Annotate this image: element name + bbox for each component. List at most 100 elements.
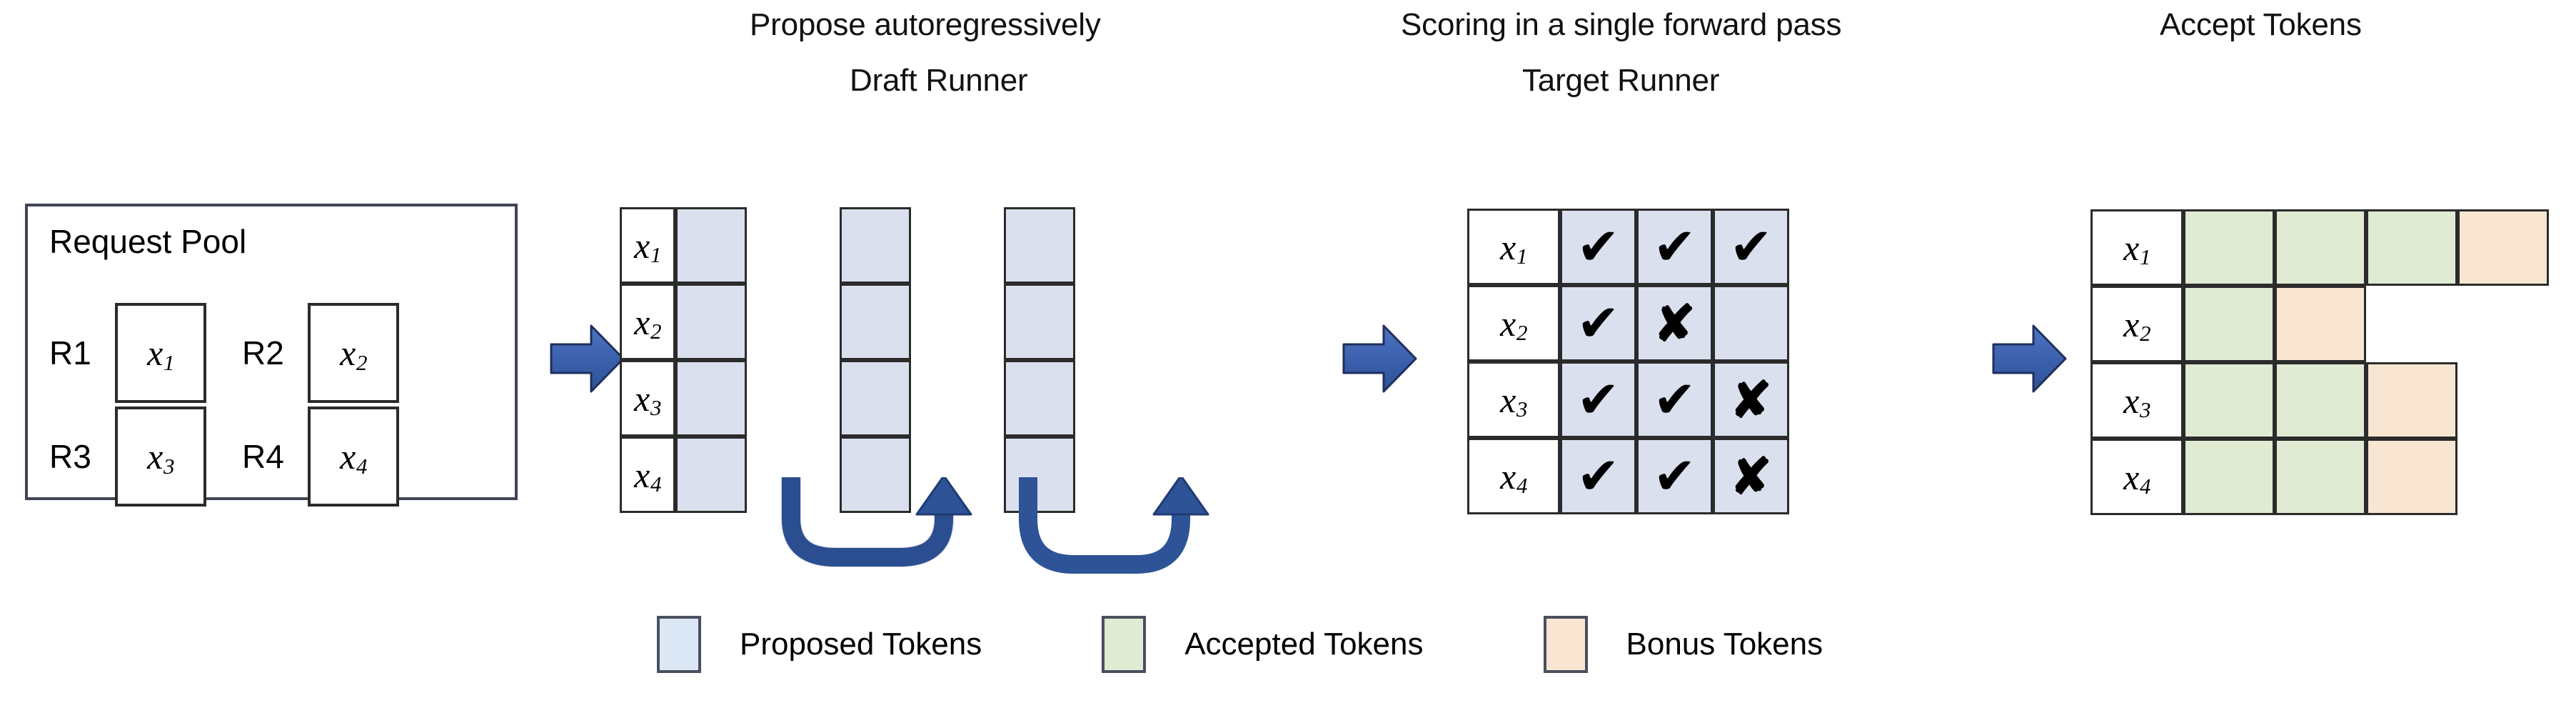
flow-arrow-right-icon-1 — [550, 324, 625, 393]
token-x3: x3 — [147, 437, 175, 479]
accept-cell-r4-c2[interactable] — [2275, 439, 2366, 515]
cross-icon: ✘ — [1654, 295, 1696, 352]
target-score-cell-r2-c3-empty[interactable] — [1713, 285, 1789, 362]
request-label-r1: R1 — [49, 334, 91, 372]
request-token-box-r2: x2 — [308, 303, 399, 403]
request-row-bottom: R3 x3 R4 x4 — [49, 407, 435, 507]
cross-icon: ✘ — [1730, 448, 1772, 504]
request-item-r2: R2 x2 — [242, 303, 399, 403]
heading-propose-autoregressively: Propose autoregressively — [750, 7, 1101, 42]
accept-row-label-x3: x3 — [2091, 362, 2183, 439]
accept-bonus-cell-r4-c3[interactable] — [2366, 439, 2457, 515]
token-x4: x4 — [2123, 457, 2151, 499]
legend-label-accepted: Accepted Tokens — [1184, 627, 1424, 662]
draft-proposed-cell-s1-r2[interactable] — [675, 284, 747, 360]
target-score-cell-r1-c1[interactable]: ✔ — [1560, 209, 1636, 285]
token-x3: x3 — [2123, 380, 2151, 423]
legend-swatch-proposed-icon — [657, 616, 701, 673]
target-score-cell-r2-c2[interactable]: ✘ — [1636, 285, 1713, 362]
target-score-cell-r4-c2[interactable]: ✔ — [1636, 438, 1713, 514]
request-item-r3: R3 x3 — [49, 407, 206, 507]
target-score-cell-r4-c3[interactable]: ✘ — [1713, 438, 1789, 514]
draft-proposed-cell-s2-r1[interactable] — [840, 207, 911, 284]
request-pool-panel: Request Pool R1 x1 R2 x2 R3 x3 — [25, 204, 518, 507]
target-score-cell-r4-c1[interactable]: ✔ — [1560, 438, 1636, 514]
flow-arrow-right-icon-3 — [1992, 324, 2067, 393]
request-label-r4: R4 — [242, 438, 284, 475]
token-x4: x4 — [340, 437, 368, 479]
draft-proposed-cell-s2-r2[interactable] — [840, 284, 911, 360]
token-x4: x4 — [634, 454, 662, 497]
token-x2: x2 — [634, 301, 662, 344]
target-score-cell-r1-c2[interactable]: ✔ — [1636, 209, 1713, 285]
accept-bonus-cell-r1-c4[interactable] — [2457, 209, 2549, 286]
token-x1: x1 — [634, 225, 662, 268]
draft-proposed-cell-s1-r4[interactable] — [675, 437, 747, 513]
check-icon: ✔ — [1729, 218, 1773, 276]
draft-row-label-x3: x3 — [620, 360, 675, 437]
token-x2: x2 — [2123, 304, 2151, 346]
draft-proposed-cell-s3-r1[interactable] — [1004, 207, 1075, 284]
legend-label-proposed: Proposed Tokens — [740, 627, 982, 662]
draft-proposed-cell-s1-r3[interactable] — [675, 360, 747, 437]
check-icon: ✔ — [1576, 371, 1620, 429]
token-x2: x2 — [1500, 303, 1528, 346]
request-label-r2: R2 — [242, 334, 284, 372]
accept-cell-r3-c1[interactable] — [2183, 362, 2275, 439]
request-token-box-r1: x1 — [115, 303, 206, 403]
token-x3: x3 — [634, 378, 662, 421]
draft-proposed-cell-s3-r4[interactable] — [1004, 437, 1075, 513]
draft-proposed-cell-s3-r3[interactable] — [1004, 360, 1075, 437]
loop-arrow-icon-2 — [1019, 477, 1209, 574]
token-x4: x4 — [1500, 456, 1528, 499]
draft-proposed-cell-s2-r4[interactable] — [840, 437, 911, 513]
check-icon: ✔ — [1653, 371, 1696, 429]
check-icon: ✔ — [1653, 447, 1696, 505]
draft-proposed-cell-s1-r1[interactable] — [675, 207, 747, 284]
accept-row-label-x1: x1 — [2091, 209, 2183, 286]
token-x1: x1 — [1500, 226, 1528, 269]
token-x2: x2 — [340, 333, 368, 375]
flow-arrow-right-icon-2 — [1342, 324, 1417, 393]
draft-row-label-x2: x2 — [620, 284, 675, 360]
target-score-cell-r1-c3[interactable]: ✔ — [1713, 209, 1789, 285]
legend-item-accepted: Accepted Tokens — [1102, 616, 1424, 673]
draft-row-label-x1: x1 — [620, 207, 675, 284]
request-label-r3: R3 — [49, 438, 91, 475]
check-icon: ✔ — [1576, 447, 1620, 505]
request-token-box-r4: x4 — [308, 407, 399, 507]
accept-cell-r1-c2[interactable] — [2275, 209, 2366, 286]
accept-cell-r4-c1[interactable] — [2183, 439, 2275, 515]
accept-bonus-cell-r2-c2[interactable] — [2275, 286, 2366, 362]
accept-cell-r1-c1[interactable] — [2183, 209, 2275, 286]
request-item-r1: R1 x1 — [49, 303, 206, 403]
heading-target-runner: Target Runner — [1522, 63, 1720, 98]
cross-icon: ✘ — [1730, 372, 1772, 428]
accept-cell-r3-c2[interactable] — [2275, 362, 2366, 439]
token-x1: x1 — [147, 333, 175, 375]
heading-scoring-single-forward-pass: Scoring in a single forward pass — [1401, 7, 1842, 42]
draft-row-label-x4: x4 — [620, 437, 675, 513]
target-score-cell-r3-c2[interactable]: ✔ — [1636, 362, 1713, 438]
token-x3: x3 — [1500, 379, 1528, 422]
legend-label-bonus: Bonus Tokens — [1626, 627, 1823, 662]
legend-swatch-bonus-icon — [1543, 616, 1588, 673]
target-score-cell-r3-c1[interactable]: ✔ — [1560, 362, 1636, 438]
accept-cell-r2-c1[interactable] — [2183, 286, 2275, 362]
draft-proposed-cell-s2-r3[interactable] — [840, 360, 911, 437]
target-row-label-x3: x3 — [1467, 362, 1560, 438]
autoregressive-loop-arrows — [781, 477, 1209, 574]
target-row-label-x1: x1 — [1467, 209, 1560, 285]
request-row-top: R1 x1 R2 x2 — [49, 303, 435, 403]
target-score-cell-r2-c1[interactable]: ✔ — [1560, 285, 1636, 362]
target-score-cell-r3-c3[interactable]: ✘ — [1713, 362, 1789, 438]
accept-bonus-cell-r3-c3[interactable] — [2366, 362, 2457, 439]
request-token-box-r3: x3 — [115, 407, 206, 507]
legend-item-proposed: Proposed Tokens — [657, 616, 982, 673]
accept-cell-r1-c3[interactable] — [2366, 209, 2457, 286]
request-item-r4: R4 x4 — [242, 407, 399, 507]
check-icon: ✔ — [1576, 294, 1620, 352]
accept-row-label-x4: x4 — [2091, 439, 2183, 515]
target-row-label-x4: x4 — [1467, 438, 1560, 514]
draft-proposed-cell-s3-r2[interactable] — [1004, 284, 1075, 360]
